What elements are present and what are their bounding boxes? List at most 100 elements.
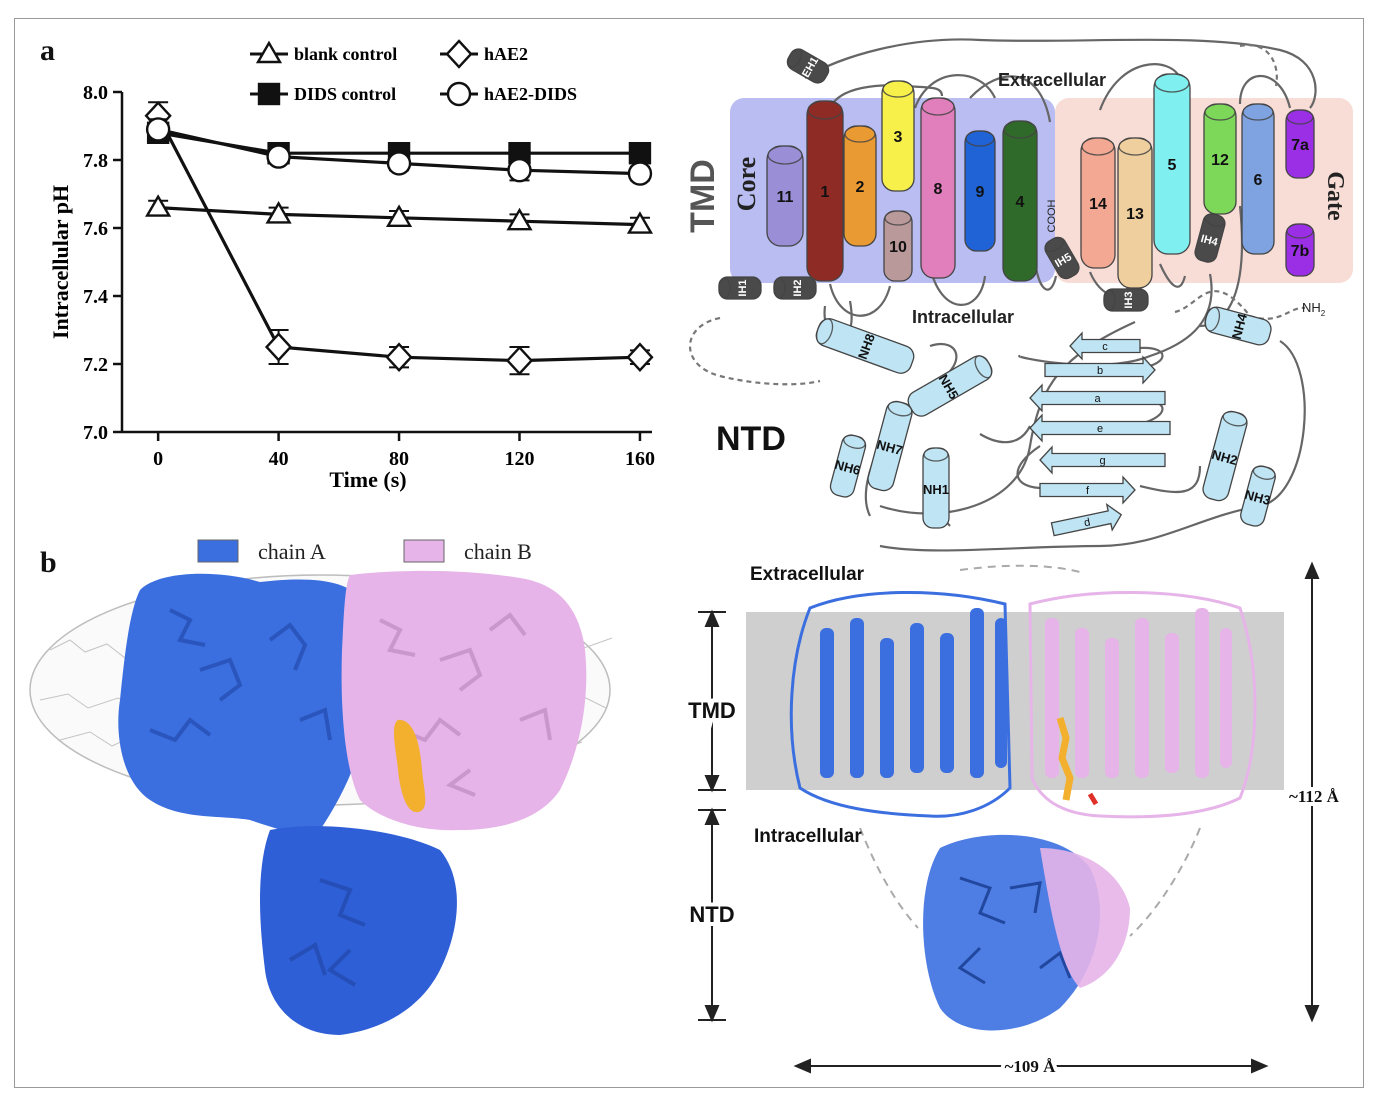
helix-cap <box>921 97 955 116</box>
cryo-em-density-map: chain A chain B <box>29 539 613 1035</box>
helix-cap <box>974 355 993 379</box>
helix-10: 10 <box>883 210 913 282</box>
strand-label: c <box>1102 341 1108 353</box>
chain-a-cartoon <box>789 590 1100 1031</box>
helix-label: 10 <box>889 239 907 256</box>
helix-label: 3 <box>894 129 903 146</box>
helix-IH3: IH3 <box>1103 288 1149 312</box>
cartoon-extracellular-label: Extracellular <box>750 564 865 585</box>
data-point <box>505 345 534 376</box>
strand-c: c <box>1069 331 1141 361</box>
legend-label: hAE2-DIDS <box>484 84 577 104</box>
strand-label: f <box>1086 485 1090 497</box>
helix-label: NH2 <box>1210 447 1239 468</box>
helix-label: 7a <box>1291 137 1309 154</box>
helix-IH5: IH5 <box>1044 236 1080 280</box>
helix-cap <box>1204 213 1226 227</box>
helix-NH7: NH7 <box>867 400 913 492</box>
strand-f: f <box>1039 475 1136 505</box>
legend-entry: hAE2 <box>440 39 528 69</box>
y-tick-label: 7.0 <box>83 422 108 444</box>
chain-b-cartoon <box>1028 590 1257 988</box>
data-point <box>266 144 291 169</box>
data-point <box>145 194 172 217</box>
strand-label: e <box>1097 423 1103 435</box>
y-tick-label: 7.2 <box>83 354 108 376</box>
width-dimension-label: ~109 Å <box>1005 1057 1057 1076</box>
legend-label: chain A <box>258 539 326 564</box>
legend-label: chain B <box>464 539 532 564</box>
legend-marker <box>255 40 283 64</box>
helix-label: NH7 <box>875 437 904 458</box>
strand-label: d <box>1083 516 1091 529</box>
helix-cap <box>1204 306 1221 332</box>
data-point <box>385 204 413 228</box>
helix-cap <box>718 277 731 299</box>
helix-cap <box>882 80 914 98</box>
data-point <box>386 151 412 176</box>
cartoon-ntd-label: NTD <box>689 902 734 927</box>
helix-label: 2 <box>856 179 865 196</box>
y-tick-label: 7.6 <box>83 218 108 240</box>
x-tick-label: 40 <box>269 448 289 470</box>
x-tick-label: 80 <box>389 448 409 470</box>
helix-cap <box>1103 289 1116 311</box>
cartoon-intracellular-label: Intracellular <box>754 826 862 847</box>
helix-cap <box>1044 237 1064 253</box>
helix-label: NH1 <box>923 482 949 497</box>
helix-cap <box>767 145 803 165</box>
topology-diagram: Extracellular Intracellular TMD Core Gat… <box>684 38 1353 552</box>
dimension-arrows <box>698 561 1320 1074</box>
panel-label-b: b <box>40 546 57 579</box>
data-point <box>506 207 533 231</box>
strand-label: b <box>1097 365 1103 377</box>
legend-entry: hAE2-DIDS <box>440 81 577 107</box>
helix-6: 6 <box>1241 103 1275 255</box>
helix-label: IH1 <box>737 279 749 296</box>
topo-tmd-label: TMD <box>684 159 722 233</box>
legend-marker <box>445 39 473 69</box>
disordered-linkers <box>859 564 1201 937</box>
helix-13: 13 <box>1117 137 1153 289</box>
helix-label: IH4 <box>1199 233 1219 249</box>
helix-cap <box>1252 465 1276 480</box>
helix-NH5: NH5 <box>907 355 993 417</box>
helix-7b: 7b <box>1285 223 1315 277</box>
helix-NH1: NH1 <box>922 447 950 529</box>
chain-legend: chain A chain B <box>197 539 532 564</box>
y-axis-label: Intracellular pH <box>48 185 73 339</box>
helix-cap <box>923 447 949 462</box>
strand-e: e <box>1029 413 1171 443</box>
helix-label: 4 <box>1016 194 1025 211</box>
data-point <box>265 201 292 224</box>
helix-cap <box>1204 103 1236 121</box>
helix-label: 9 <box>976 184 985 201</box>
strand-arrow <box>1044 355 1156 385</box>
helix-NH2: NH2 <box>1202 410 1248 502</box>
helix-label: 11 <box>777 189 794 206</box>
y-tick-label: 7.4 <box>83 286 108 308</box>
series-triangle <box>145 194 654 234</box>
data-point <box>385 342 413 372</box>
helix-label: NH6 <box>833 457 862 478</box>
helix-NH8: NH8 <box>815 318 915 374</box>
helix-cap <box>1222 411 1248 427</box>
strand-label: a <box>1094 393 1101 405</box>
helix-EH1: EH1 <box>786 48 830 84</box>
helix-label: 6 <box>1254 172 1263 189</box>
data-point <box>627 161 653 186</box>
helix-IH4: IH4 <box>1194 213 1226 263</box>
cooh-terminal-label: COOH <box>1046 199 1058 232</box>
helix-cap <box>816 318 834 345</box>
helix-cap <box>807 100 843 120</box>
helix-label: 7b <box>1291 243 1310 260</box>
helix-cap <box>844 125 876 143</box>
cartoon-structure: Extracellular Intracellular TMD NTD ~112… <box>684 561 1344 1080</box>
helix-label: NH4 <box>1229 311 1250 341</box>
helix-11: 11 <box>766 145 804 247</box>
helix-cap <box>1154 73 1190 93</box>
strand-arrow <box>1039 445 1166 475</box>
y-tick-label: 8.0 <box>83 82 108 104</box>
